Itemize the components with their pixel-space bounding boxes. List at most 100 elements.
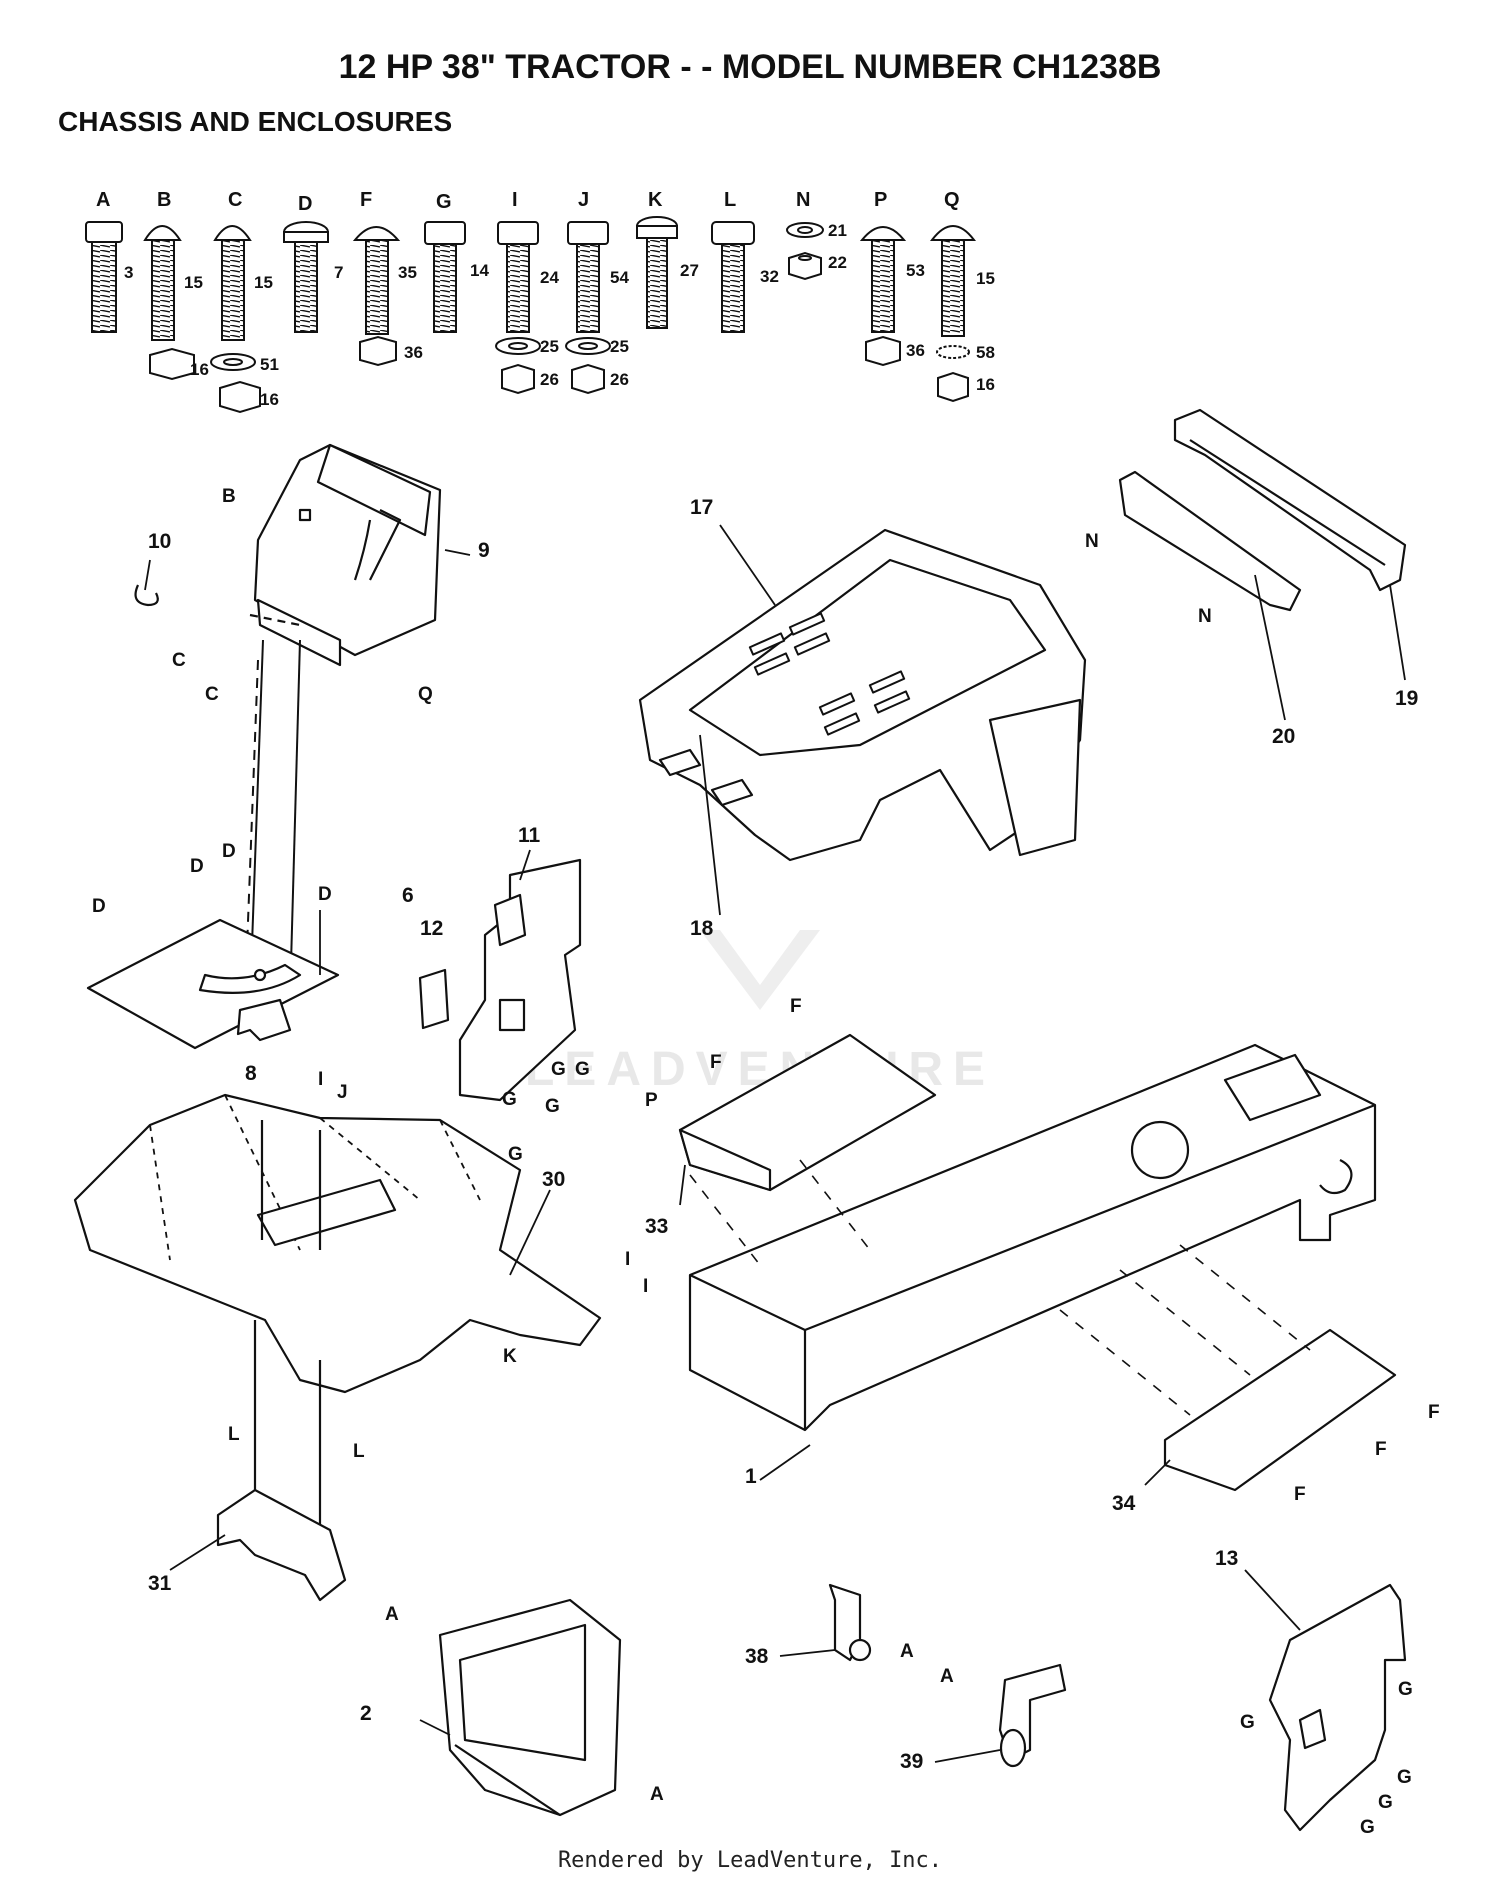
hw-num-i-washer: 25 (540, 337, 559, 356)
hw-num-d: 7 (334, 263, 343, 282)
part-number-19: 19 (1395, 687, 1418, 710)
letter-l: L (724, 189, 736, 211)
hood-part (638, 528, 1087, 862)
callout-g: G (551, 1059, 566, 1080)
hood-bumper-parts (658, 748, 754, 807)
part-number-18: 18 (690, 917, 714, 940)
letter-p: P (874, 189, 887, 211)
callout-p: P (645, 1090, 658, 1111)
part-number-8: 8 (245, 1062, 257, 1085)
bolt-i (495, 221, 541, 395)
callout-g: G (508, 1144, 523, 1165)
bolt-c (210, 225, 261, 414)
dash-panel-part (249, 443, 442, 667)
hw-num-c-washer: 51 (260, 355, 279, 374)
callout-a: A (900, 1641, 914, 1662)
letter-g: G (436, 191, 452, 213)
hw-num-i: 24 (540, 268, 559, 287)
hw-num-j-washer: 25 (610, 337, 629, 356)
callout-g: G (1360, 1817, 1375, 1838)
hw-num-i-nut: 26 (540, 370, 559, 389)
bolt-g (424, 221, 466, 333)
hw-num-f: 35 (398, 263, 417, 282)
hw-num-j-nut: 26 (610, 370, 629, 389)
callout-f: F (1375, 1439, 1387, 1460)
callout-g: G (575, 1059, 590, 1080)
letter-a: A (96, 189, 110, 211)
hw-num-c: 15 (254, 273, 273, 292)
part-number-17: 17 (690, 496, 713, 519)
bolt-j (565, 221, 611, 395)
bolt-d (283, 221, 329, 333)
callout-f: F (710, 1052, 722, 1073)
callout-f: F (1294, 1484, 1306, 1505)
hw-num-n-nut: 22 (828, 253, 847, 272)
bolt-l (711, 221, 755, 333)
hw-num-q-nut: 16 (976, 375, 995, 394)
callout-n: N (1085, 531, 1099, 552)
floor-plate-part (86, 918, 340, 1050)
bracket-39-part (998, 1663, 1067, 1768)
side-panel-13-part (1268, 1583, 1407, 1832)
hw-num-n-washer: 21 (828, 221, 847, 240)
bolt-b (143, 225, 195, 381)
callout-f: F (790, 996, 802, 1017)
callout-i: I (643, 1276, 648, 1297)
callout-c: C (172, 650, 186, 671)
hw-num-l: 32 (760, 267, 779, 286)
hw-num-c-nut: 16 (260, 390, 279, 409)
bracket-part (236, 998, 292, 1042)
callout-k: K (503, 1346, 517, 1367)
footrest-pad-33-part (678, 1033, 937, 1192)
fender-part (73, 1093, 602, 1394)
letter-n: N (796, 189, 810, 211)
bracket-38-part (828, 1583, 872, 1662)
letter-b: B (157, 189, 171, 211)
washer-nut-n (786, 222, 824, 281)
part-number-labels: 1 2 6 8 9 10 11 12 13 17 18 19 20 30 31 … (148, 496, 1418, 1773)
letter-q: Q (944, 189, 960, 211)
part-number-20: 20 (1272, 725, 1295, 748)
callout-q: Q (418, 684, 433, 705)
hw-num-p-nut: 36 (906, 341, 925, 360)
callout-j: J (337, 1082, 348, 1103)
hw-num-k: 27 (680, 261, 699, 280)
callout-a: A (385, 1604, 399, 1625)
page-title: 12 HP 38" TRACTOR - - MODEL NUMBER CH123… (338, 48, 1162, 86)
hardware-legend (85, 216, 977, 414)
hw-num-p: 53 (906, 261, 925, 280)
part-number-13: 13 (1215, 1547, 1238, 1570)
callout-i: I (318, 1069, 323, 1090)
callout-a: A (940, 1666, 954, 1687)
callout-a: A (650, 1784, 664, 1805)
callout-d: D (190, 856, 204, 877)
callout-d: D (92, 896, 106, 917)
hw-num-b: 15 (184, 273, 203, 292)
bolt-q (929, 225, 977, 403)
grille-part (1173, 408, 1407, 592)
callout-l: L (353, 1441, 365, 1462)
hw-num-q-washer: 58 (976, 343, 995, 362)
callout-f: F (1428, 1402, 1440, 1423)
plate-12-part (418, 968, 450, 1030)
callout-c: C (205, 684, 219, 705)
letter-f: F (360, 189, 372, 211)
front-panel-part (438, 1598, 622, 1817)
bolt-p (859, 226, 907, 367)
part-number-31: 31 (148, 1572, 172, 1595)
side-panel-part (458, 858, 582, 1102)
part-number-10: 10 (148, 530, 171, 553)
hw-num-g: 14 (470, 261, 489, 280)
callout-l: L (228, 1424, 240, 1445)
callout-g: G (1398, 1679, 1413, 1700)
seat-support-part (216, 1320, 347, 1602)
letter-c: C (228, 189, 242, 211)
part-number-2: 2 (360, 1702, 372, 1725)
part-number-39: 39 (900, 1750, 923, 1773)
bolt-k (636, 216, 678, 329)
footer-credit: Rendered by LeadVenture, Inc. (557, 1848, 943, 1873)
letter-j: J (578, 189, 589, 211)
part-number-30: 30 (542, 1168, 565, 1191)
part-number-33: 33 (645, 1215, 668, 1238)
